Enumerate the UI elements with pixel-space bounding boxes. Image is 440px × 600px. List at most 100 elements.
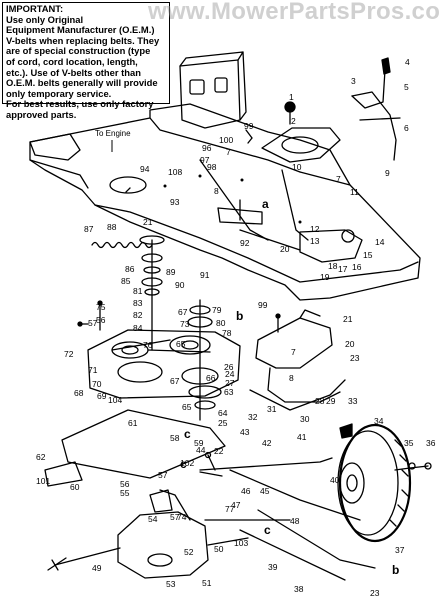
callout-49: 49 [92,563,102,573]
callout-letter-a: a [262,197,269,211]
callout-55: 55 [120,488,130,498]
callout-50: 50 [214,544,224,554]
notice-heading: IMPORTANT: [6,3,64,14]
callout-92: 92 [240,238,250,248]
callout-57: 57 [158,470,168,480]
callout-5: 5 [404,82,409,92]
callout-65: 65 [176,339,186,349]
callout-letter-b: b [236,309,243,323]
callout-84: 84 [133,323,143,333]
callout-8: 8 [289,373,294,383]
callout-57: 57 [170,512,180,522]
callout-67: 67 [178,307,188,317]
callout-79: 79 [212,305,222,315]
callout-52: 52 [184,547,194,557]
rod-39 [239,529,346,581]
callout-20: 20 [345,339,355,349]
callout-60: 60 [70,482,80,492]
callout-43: 43 [240,427,250,437]
callout-letter-b: b [392,563,399,577]
callout-25: 25 [218,418,228,428]
callout-27: 27 [225,378,235,388]
callout-letter-c: c [180,457,187,471]
callout-83: 83 [133,298,143,308]
callout-40: 40 [330,475,340,485]
callout-20: 20 [280,244,290,254]
callout-68: 68 [74,388,84,398]
callout-7: 7 [226,147,231,157]
callout-2: 2 [291,116,296,126]
callout-21: 21 [143,217,153,227]
callout-61: 61 [128,418,138,428]
callout-97: 97 [200,155,210,165]
dash-panel [179,59,241,129]
callout-96: 96 [202,143,212,153]
shift-lever [351,69,386,109]
callout-88: 88 [107,222,117,232]
callout-51: 51 [202,578,212,588]
callout-15: 15 [363,250,373,260]
callout-47: 47 [231,500,241,510]
callout-90: 90 [175,280,185,290]
belt-notice-box: IMPORTANT: Use only Original Equipment M… [2,2,170,120]
callout-36: 36 [426,438,436,448]
callout-108: 108 [168,167,182,177]
drive-rod [199,457,333,471]
callout-7: 7 [291,347,296,357]
fender-deck [261,127,341,163]
callout-53: 53 [166,579,176,589]
callout-86: 86 [125,264,135,274]
callout-37: 37 [395,545,405,555]
callout-letter-c: c [264,523,271,537]
callout-91: 91 [200,270,210,280]
left-fender [29,133,81,161]
idler-bracket [217,207,263,225]
notice-body: Use only Original Equipment Manufacturer… [6,13,160,120]
callout-23: 23 [350,353,360,363]
callout-23: 23 [370,588,380,598]
callout-42: 42 [262,438,272,448]
callout-72: 72 [64,349,74,359]
callout-28: 28 [315,396,325,406]
to-engine-label: To Engine [95,129,131,138]
callout-58: 58 [170,433,180,443]
callout-69: 69 [97,391,107,401]
callout-8: 8 [214,186,219,196]
callout-38: 38 [294,584,304,594]
callout-11: 11 [350,187,359,197]
callout-67: 67 [170,376,180,386]
callout-19: 19 [320,272,330,282]
callout-32: 32 [248,412,258,422]
callout-26: 26 [224,362,234,372]
callout-48: 48 [290,516,300,526]
callout-65: 65 [182,402,192,412]
callout-31: 31 [267,404,277,414]
callout-13: 13 [310,236,320,246]
callout-75: 75 [96,302,106,312]
callout-85: 85 [121,276,131,286]
callout-76: 76 [143,340,153,350]
lower-plate [61,409,226,479]
callout-30: 30 [300,414,310,424]
callout-24: 24 [225,369,235,379]
callout-18: 18 [328,261,338,271]
callout-82: 82 [133,310,143,320]
callout-22: 22 [214,446,224,456]
callout-54: 54 [148,514,158,524]
rear-wheel [337,423,412,543]
callout-17: 17 [338,264,348,274]
callout-101: 101 [36,476,50,486]
callout-77: 77 [225,504,235,514]
knob [284,101,296,113]
callout-21: 21 [343,314,353,324]
callout-39: 39 [268,562,278,572]
callout-29: 29 [326,396,336,406]
callout-56: 56 [96,315,106,325]
callout-104: 104 [108,395,122,405]
callout-12: 12 [310,224,320,234]
callout-letter-c: c [184,427,191,441]
callout-102: 102 [180,458,194,468]
callout-99: 99 [258,300,268,310]
callout-73: 73 [180,319,190,329]
